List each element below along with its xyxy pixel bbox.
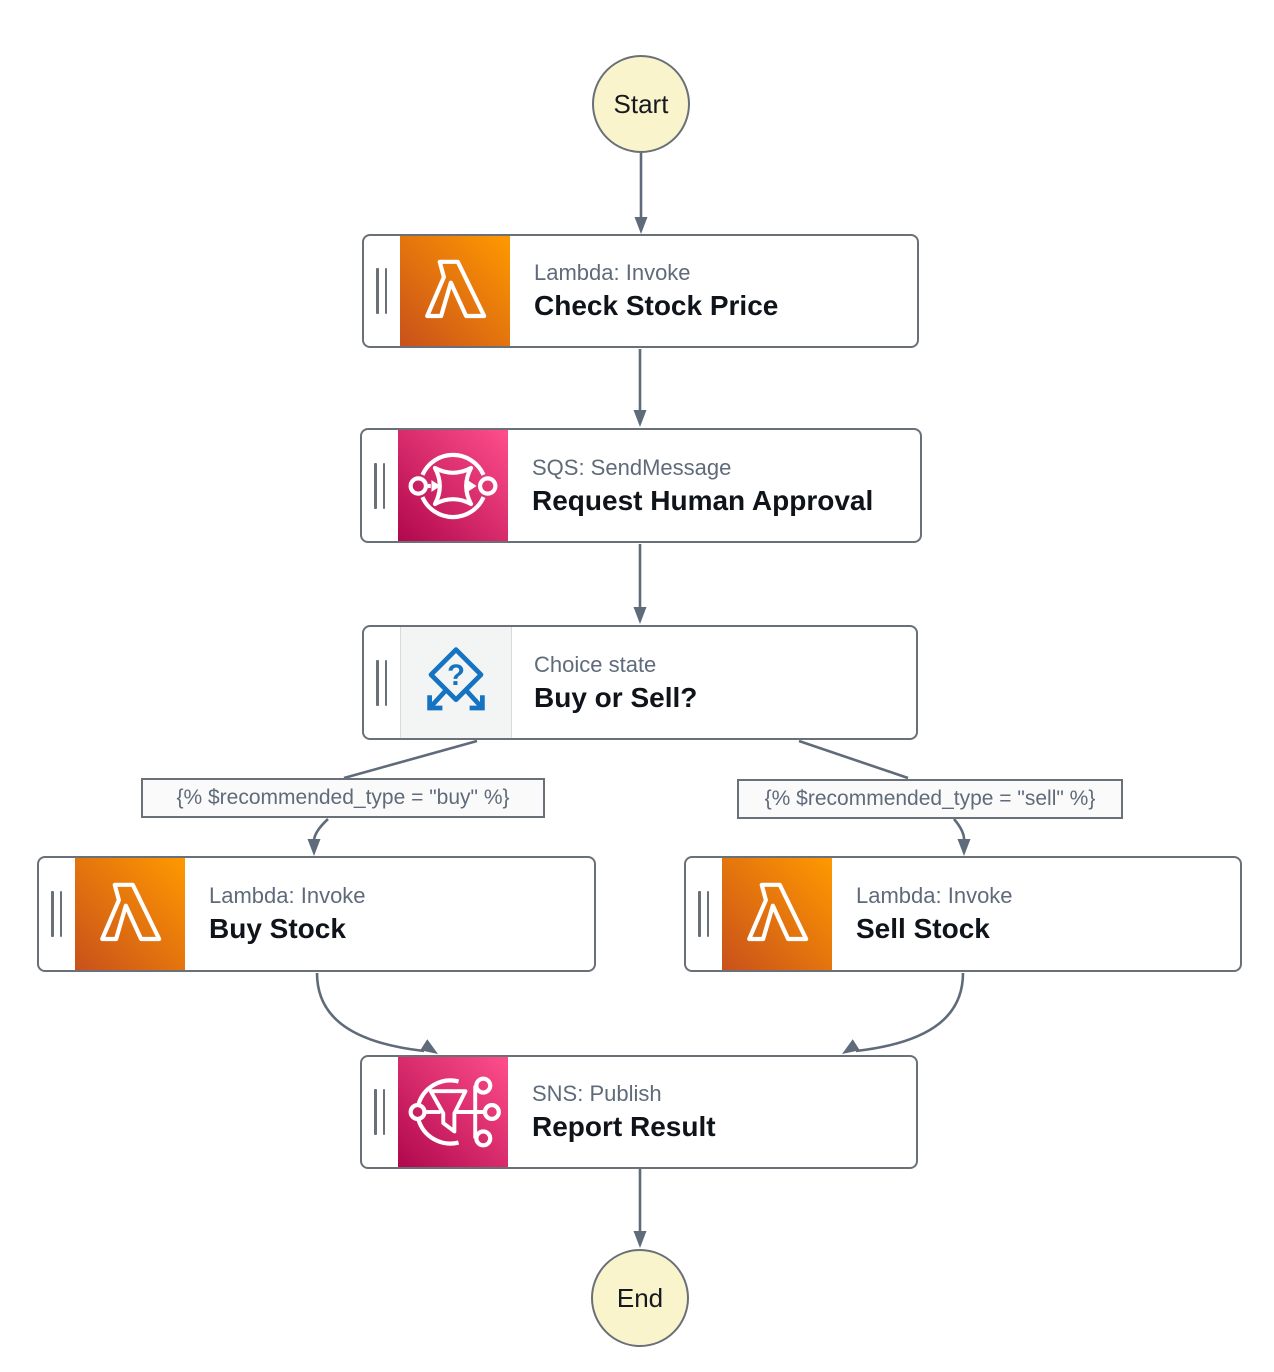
state-name: Check Stock Price [534,290,779,322]
state-request-human-approval[interactable]: SQS: SendMessage Request Human Approval [360,428,922,543]
drag-handle[interactable] [698,858,709,970]
state-name: Buy Stock [209,913,346,945]
edge-start-to-check-stock-price [634,153,648,234]
drag-handle[interactable] [374,430,385,541]
drag-handle[interactable] [374,1057,385,1167]
condition-label-sell: {% $recommended_type = "sell" %} [737,779,1123,819]
choice-icon: ? [400,627,512,738]
lambda-icon [75,858,185,970]
state-sell-stock[interactable]: Lambda: Invoke Sell Stock [684,856,1242,972]
state-check-stock-price[interactable]: Lambda: Invoke Check Stock Price [362,234,919,348]
state-service: Lambda: Invoke [209,883,366,909]
edge-report-result-to-end [633,1169,647,1248]
sns-icon [398,1057,508,1167]
start-label: Start [613,88,669,119]
edge-check-stock-price-to-request-human-approval [633,349,647,427]
state-service: Lambda: Invoke [534,260,691,286]
state-buy-or-sell[interactable]: ? Choice state Buy or Sell? [362,625,918,740]
state-name: Buy or Sell? [534,681,698,713]
start-node: Start [592,55,690,153]
edge-choice-to-sell-condition [798,739,909,780]
svg-text:?: ? [447,660,465,692]
edge-choice-to-buy-condition [343,739,478,780]
sqs-icon [398,430,508,541]
state-service: SQS: SendMessage [532,454,732,480]
lambda-icon [722,858,832,970]
edge-sell-condition-to-sell-stock [953,818,971,856]
drag-handle[interactable] [376,627,387,738]
state-service: Lambda: Invoke [856,883,1013,909]
drag-handle[interactable] [51,858,62,970]
condition-text: {% $recommended_type = "buy" %} [176,786,510,809]
end-label: End [616,1282,664,1313]
edge-sell-stock-to-report-result [842,972,965,1054]
condition-text: {% $recommended_type = "sell" %} [764,787,1096,810]
state-name: Request Human Approval [532,484,874,516]
state-report-result[interactable]: SNS: Publish Report Result [360,1055,918,1169]
state-name: Sell Stock [856,913,990,945]
state-service: Choice state [534,651,657,677]
state-service: SNS: Publish [532,1081,662,1107]
edge-buy-stock-to-report-result [315,972,438,1054]
drag-handle[interactable] [376,236,387,346]
state-name: Report Result [532,1111,716,1143]
state-buy-stock[interactable]: Lambda: Invoke Buy Stock [37,856,596,972]
lambda-icon [400,236,510,346]
edge-request-human-approval-to-buy-or-sell [633,544,647,624]
condition-label-buy: {% $recommended_type = "buy" %} [141,778,545,818]
edge-buy-condition-to-buy-stock [307,818,329,856]
end-node: End [591,1249,689,1347]
